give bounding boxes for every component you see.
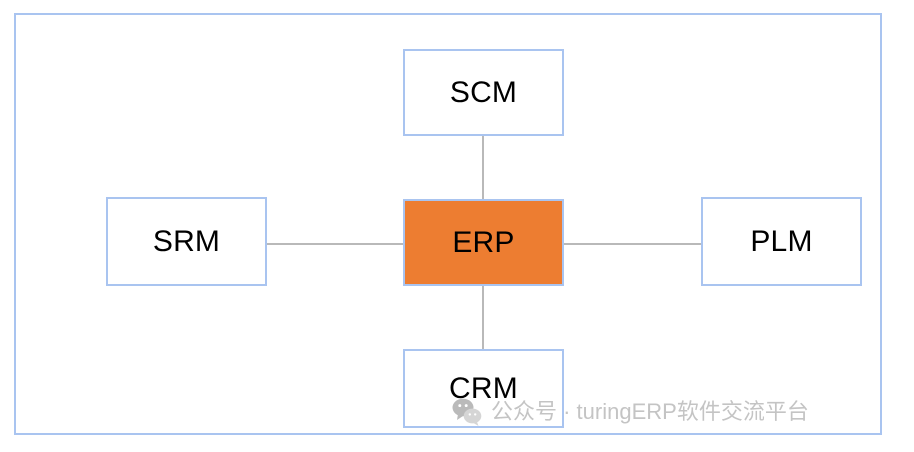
connector-scm-erp — [482, 135, 484, 200]
node-erp-label: ERP — [452, 225, 515, 259]
node-plm[interactable]: PLM — [701, 197, 862, 286]
node-srm[interactable]: SRM — [106, 197, 267, 286]
connector-erp-plm — [562, 243, 703, 245]
node-crm-label: CRM — [449, 371, 518, 405]
node-scm[interactable]: SCM — [403, 49, 564, 136]
connector-srm-erp — [266, 243, 405, 245]
node-plm-label: PLM — [750, 224, 813, 258]
node-scm-label: SCM — [449, 75, 518, 109]
connector-erp-crm — [482, 284, 484, 351]
node-srm-label: SRM — [152, 224, 221, 258]
node-crm[interactable]: CRM — [403, 349, 564, 428]
diagram-outer-frame: SCM SRM ERP PLM CRM — [14, 13, 882, 435]
node-erp[interactable]: ERP — [403, 199, 564, 286]
